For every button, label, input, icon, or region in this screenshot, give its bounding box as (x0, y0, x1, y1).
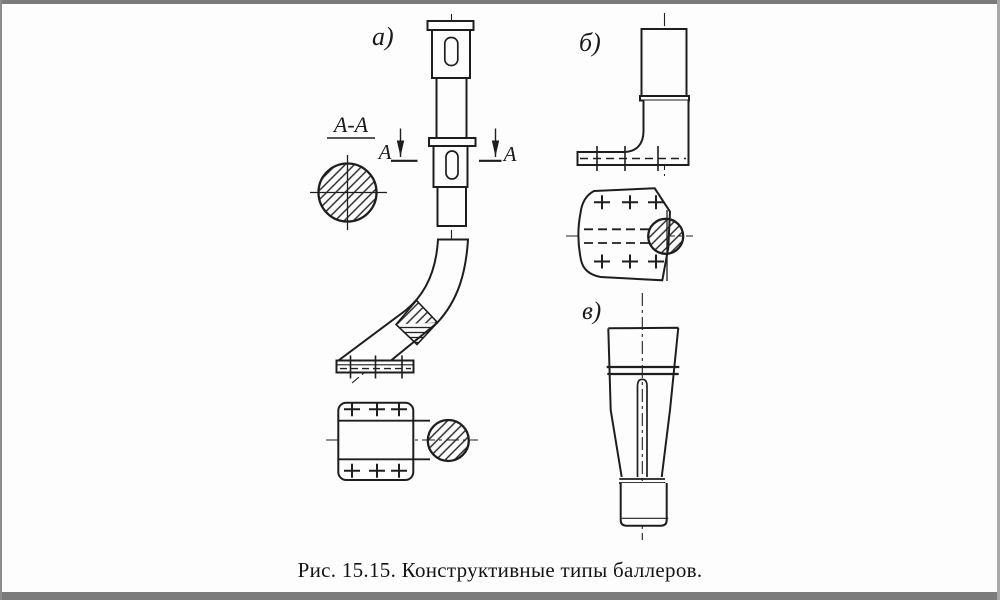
stock-mid-shaft (435, 77, 468, 139)
flange-plan-b (566, 187, 693, 282)
flange-elevation-a (335, 355, 415, 379)
drawing-a (310, 14, 502, 482)
bottom-cylinder (619, 483, 668, 527)
page-border-left (0, 0, 2, 600)
stock-collar (428, 137, 477, 147)
cone-outline (607, 326, 680, 478)
weld-section-diamond (394, 299, 439, 346)
arrowhead-down-icon (491, 140, 500, 157)
page-border-right (997, 0, 1000, 600)
cut-arrow-right (479, 128, 502, 162)
bolt-cross-marks (344, 402, 407, 478)
flange-plan-a (326, 401, 478, 482)
stock-section-circle (647, 217, 685, 255)
label-view-b: б) (579, 28, 601, 57)
page-border-top (0, 0, 1000, 4)
stock-top-cap (426, 20, 475, 31)
elbow-outline-b (576, 100, 690, 166)
drawing-v (606, 293, 680, 540)
label-view-v: в) (582, 298, 601, 325)
page-border-bottom (0, 592, 1000, 600)
bolt-cross-marks (594, 195, 664, 269)
stock-upper-b (640, 28, 688, 97)
figure-caption: Рис. 15.15. Конструктивные типы баллеров… (297, 558, 703, 582)
cut-letter-left: А (377, 140, 392, 164)
keyway-slot-upper (443, 36, 459, 67)
collar-b (639, 95, 690, 102)
section-title-aa: А-А (332, 112, 369, 137)
arrowhead-down-icon (396, 140, 405, 157)
keyway-slot-lower (445, 150, 459, 180)
center-groove (636, 378, 648, 477)
drawing-b (566, 13, 693, 282)
cut-arrow-left (391, 128, 418, 162)
cut-letter-right: А (502, 142, 517, 166)
section-circle-aa (310, 155, 387, 230)
label-view-a: а) (372, 22, 394, 51)
stock-lower-shaft (436, 186, 467, 227)
stock-section-circle (426, 418, 470, 463)
bent-arm (335, 238, 470, 362)
